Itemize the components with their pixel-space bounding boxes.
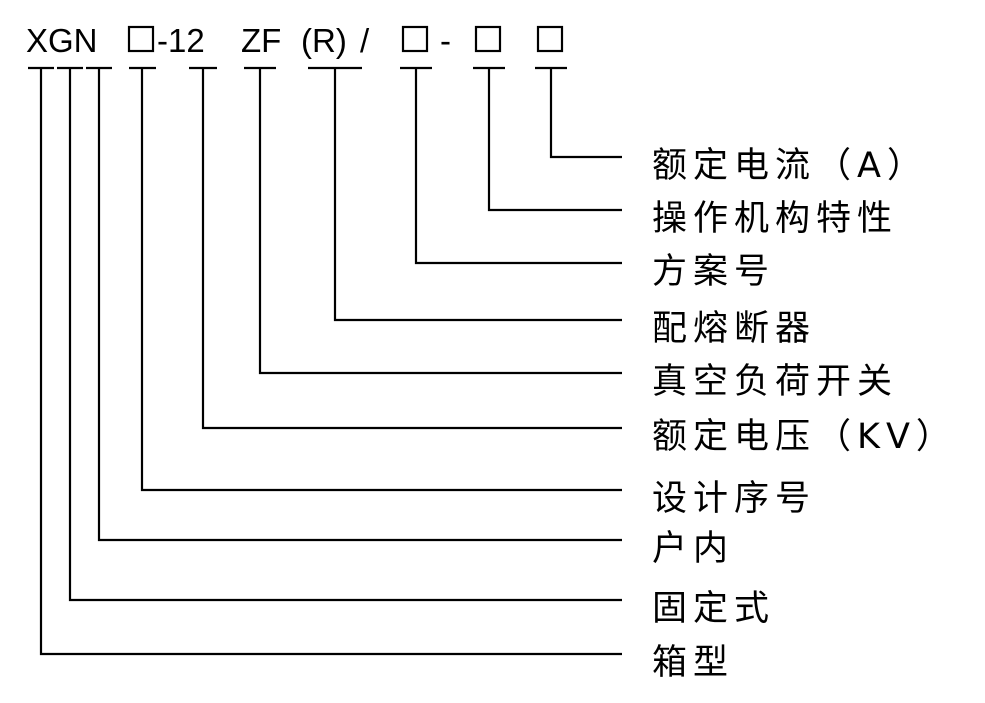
label-design-serial: 设计序号 [652,479,816,519]
model-switch-code: ZF [241,22,281,59]
label-rated-current: 额定电流（A） [652,146,928,186]
leader-rated-current [549,68,622,159]
label-box-type: 箱型 [652,643,734,683]
label-operating-mechanism: 操作机构特性 [652,199,898,239]
label-with-fuse: 配熔断器 [652,309,816,349]
design-serial-placeholder [127,25,155,53]
leader-operating-mechanism [487,68,622,212]
leader-rated-voltage [201,68,622,430]
label-indoor: 户内 [652,529,734,569]
model-prefix: XGN [26,22,98,59]
leader-vacuum-load-switch [258,68,622,375]
leader-design-serial [140,68,622,492]
label-vacuum-load-switch: 真空负荷开关 [652,362,898,402]
model-dash: - [440,22,451,59]
model-slash: / [360,22,370,59]
leader-with-fuse [333,68,622,322]
leader-scheme-number [414,68,622,265]
model-voltage-code: -12 [157,22,205,59]
legend-labels: 额定电流（A） 操作机构特性 方案号 配熔断器 真空负荷开关 额定电压（KV） … [652,146,957,683]
scheme-placeholder [401,25,429,53]
current-placeholder [536,25,564,53]
leader-indoor [97,68,622,542]
label-scheme-number: 方案号 [652,252,775,292]
model-fuse-code: (R) [301,22,347,59]
leader-fixed-type [68,68,622,602]
leader-box-type [39,68,622,656]
mechanism-placeholder [474,25,502,53]
label-rated-voltage: 额定电压（KV） [652,417,957,457]
label-fixed-type: 固定式 [652,589,775,629]
leader-lines [39,68,622,656]
